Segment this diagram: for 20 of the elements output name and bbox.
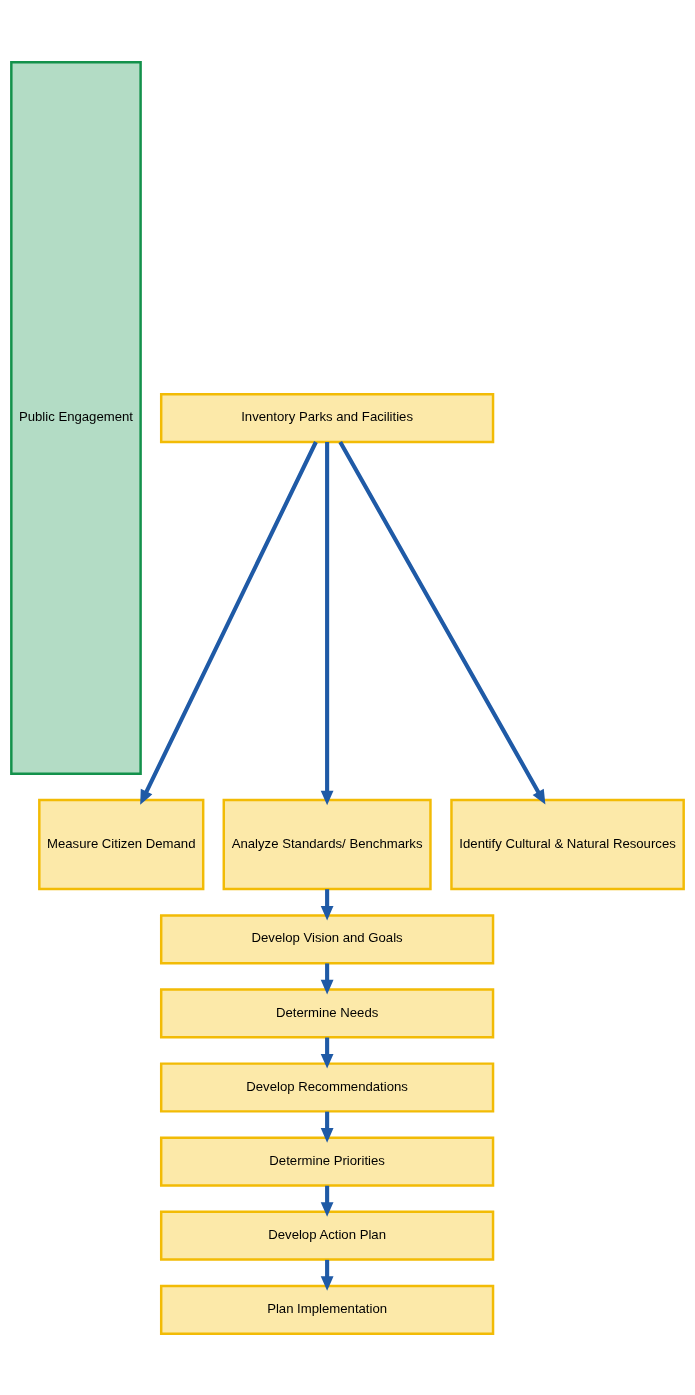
node-box: Develop Action Plan bbox=[159, 1210, 495, 1261]
node-box: Inventory Parks and Facilities bbox=[159, 392, 495, 443]
node-box: Analyze Standards/ Benchmarks bbox=[222, 798, 432, 890]
node-box: Public Engagement bbox=[10, 60, 142, 775]
node-box: Develop Recommendations bbox=[159, 1061, 495, 1113]
node-box: Determine Priorities bbox=[159, 1136, 495, 1187]
arrow bbox=[320, 1259, 334, 1291]
arrow bbox=[320, 1037, 334, 1069]
node-box: Plan Implementation bbox=[159, 1284, 495, 1335]
arrow bbox=[140, 440, 318, 805]
arrow bbox=[320, 441, 334, 805]
node-box: Develop Vision and Goals bbox=[159, 913, 495, 964]
arrow bbox=[320, 888, 334, 921]
arrow bbox=[320, 962, 334, 994]
arrow bbox=[338, 440, 546, 805]
node-box: Determine Needs bbox=[159, 987, 495, 1038]
arrow bbox=[320, 1111, 334, 1143]
arrow bbox=[320, 1185, 334, 1217]
node-box: Measure Citizen Demand bbox=[38, 798, 205, 890]
node-box: Identify Cultural & Natural Resources bbox=[450, 798, 685, 890]
